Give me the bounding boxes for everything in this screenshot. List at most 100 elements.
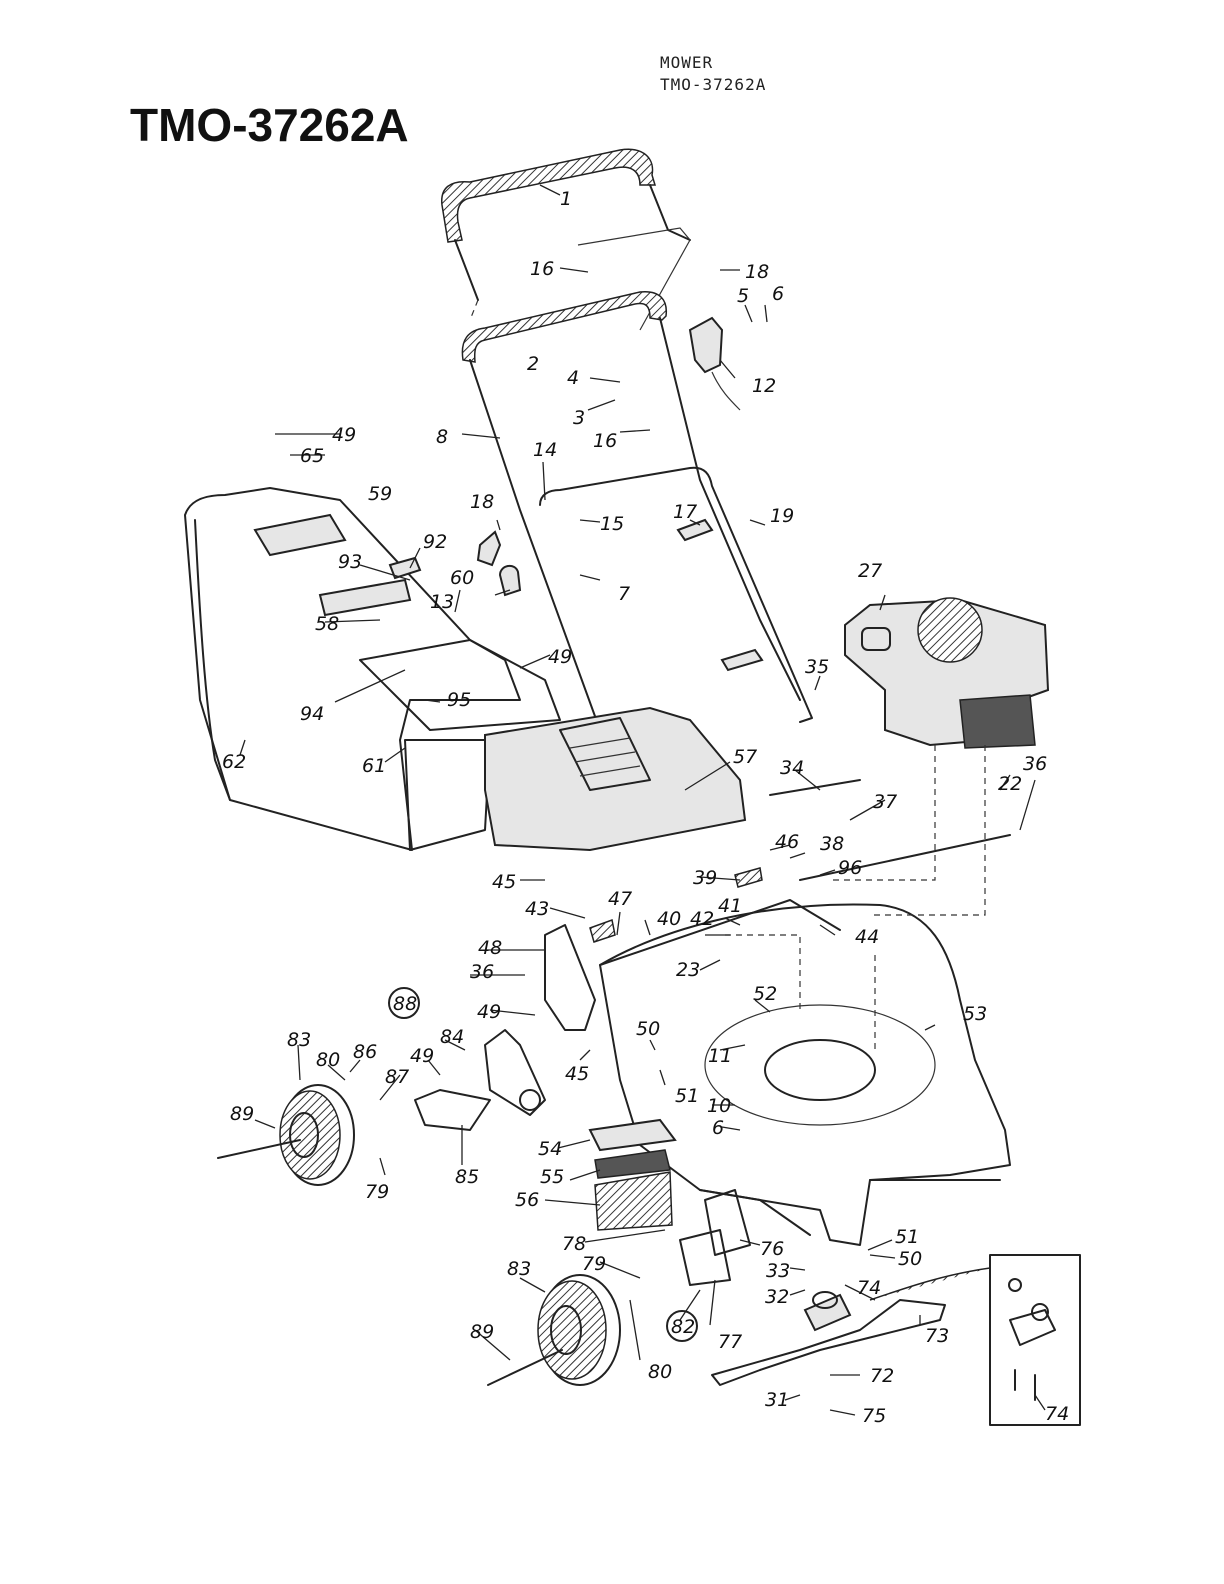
callout-12: 12: [752, 375, 776, 397]
callout-45: 45: [492, 871, 516, 893]
callout-79: 79: [365, 1181, 389, 1203]
callout-27: 27: [858, 560, 882, 582]
callout-40: 40: [657, 908, 681, 930]
header-product: MOWER: [660, 53, 714, 72]
callout-57: 57: [733, 746, 757, 768]
callout-96: 96: [838, 857, 862, 879]
cable-clip-lower: [720, 648, 764, 672]
callout-60: 60: [450, 567, 474, 589]
blade-adapter-inset: [989, 1254, 1081, 1426]
reference-circle-82: [666, 1310, 698, 1342]
mower-deck: [599, 899, 1011, 1246]
callout-8: 8: [436, 426, 448, 448]
page-title: TMO-37262A: [130, 99, 409, 151]
callout-15: 15: [600, 513, 624, 535]
callout-95: 95: [447, 689, 471, 711]
header-block: MOWER TMO-37262A: [660, 52, 766, 96]
callout-36-left: 36: [470, 961, 494, 983]
lower-handle-frame: [539, 466, 813, 723]
callout-62: 62: [222, 751, 246, 773]
callout-50-right: 50: [898, 1248, 922, 1270]
callout-92: 92: [423, 531, 447, 553]
axle-bracket-left: [414, 1089, 491, 1131]
callout-51-right: 51: [895, 1226, 919, 1248]
callout-53: 53: [963, 1003, 987, 1025]
rear-deflector: [484, 706, 747, 852]
wheel-right: [487, 1274, 621, 1386]
spring-upper: [734, 867, 763, 888]
callout-19: 19: [770, 505, 794, 527]
callout-44: 44: [855, 926, 879, 948]
height-adjuster-rod: [799, 834, 1011, 881]
callout-74: 74: [857, 1277, 881, 1299]
callout-59: 59: [368, 483, 392, 505]
callout-72: 72: [870, 1365, 894, 1387]
callout-4: 4: [567, 367, 579, 389]
height-adjuster-rear: [544, 924, 596, 1031]
callout-32: 32: [765, 1286, 789, 1308]
callout-6-low: 6: [712, 1117, 724, 1139]
callout-83-right: 83: [507, 1258, 531, 1280]
callout-36: 36: [1023, 753, 1047, 775]
callout-17: 17: [673, 501, 697, 523]
callout-38: 38: [820, 833, 844, 855]
callout-35: 35: [805, 656, 829, 678]
callout-2: 2: [527, 353, 539, 375]
callout-50: 50: [636, 1018, 660, 1040]
callout-39: 39: [693, 867, 717, 889]
callout-52: 52: [753, 983, 777, 1005]
header-model: TMO-37262A: [660, 75, 767, 94]
callout-89: 89: [230, 1103, 254, 1125]
callout-18-top: 18: [745, 261, 769, 283]
height-adjuster-front: [484, 1029, 546, 1116]
callout-49-low: 49: [410, 1045, 434, 1067]
callout-49-mid: 49: [548, 646, 572, 668]
blade-assembly: [711, 1267, 991, 1386]
callout-34: 34: [780, 757, 804, 779]
callout-37: 37: [873, 791, 897, 813]
wheel-left: [217, 1084, 355, 1186]
callout-33: 33: [766, 1260, 790, 1282]
callout-80-right: 80: [648, 1361, 672, 1383]
callout-77: 77: [718, 1331, 742, 1353]
handle-knob-upper: [476, 530, 502, 567]
engine-mount-guides: [830, 745, 986, 916]
callout-51: 51: [675, 1085, 699, 1107]
callout-14: 14: [533, 439, 557, 461]
callout-80: 80: [316, 1049, 340, 1071]
callout-1: 1: [560, 188, 572, 210]
baffle-lower: [594, 1171, 673, 1231]
baffle-middle: [594, 1149, 671, 1179]
callout-16-lower: 16: [593, 430, 617, 452]
callout-43: 43: [525, 898, 549, 920]
callout-87: 87: [385, 1066, 409, 1088]
axle-bracket-right: [679, 1229, 731, 1286]
callout-42: 42: [690, 908, 714, 930]
callout-82: 82: [671, 1316, 695, 1338]
callout-79-right: 79: [582, 1253, 606, 1275]
control-cable: [711, 371, 741, 411]
callout-89-right: 89: [470, 1321, 494, 1343]
callout-23: 23: [676, 959, 700, 981]
callout-86: 86: [353, 1041, 377, 1063]
engine-control-lever: [688, 316, 724, 374]
engine: [844, 597, 1050, 749]
callout-11: 11: [708, 1045, 732, 1067]
callout-84: 84: [440, 1026, 464, 1048]
callout-56: 56: [515, 1189, 539, 1211]
callout-31: 31: [765, 1389, 789, 1411]
callout-45-low: 45: [565, 1063, 589, 1085]
callout-46: 46: [775, 831, 799, 853]
callout-76: 76: [760, 1238, 784, 1260]
callout-16: 16: [530, 258, 554, 280]
lower-handle: [461, 291, 801, 761]
callout-22: 22: [998, 773, 1022, 795]
callout-78: 78: [562, 1233, 586, 1255]
callout-58: 58: [315, 613, 339, 635]
callout-94: 94: [300, 703, 324, 725]
callout-61: 61: [362, 755, 386, 777]
callout-47: 47: [608, 888, 632, 910]
callout-10: 10: [707, 1095, 731, 1117]
callout-49: 49: [332, 424, 356, 446]
